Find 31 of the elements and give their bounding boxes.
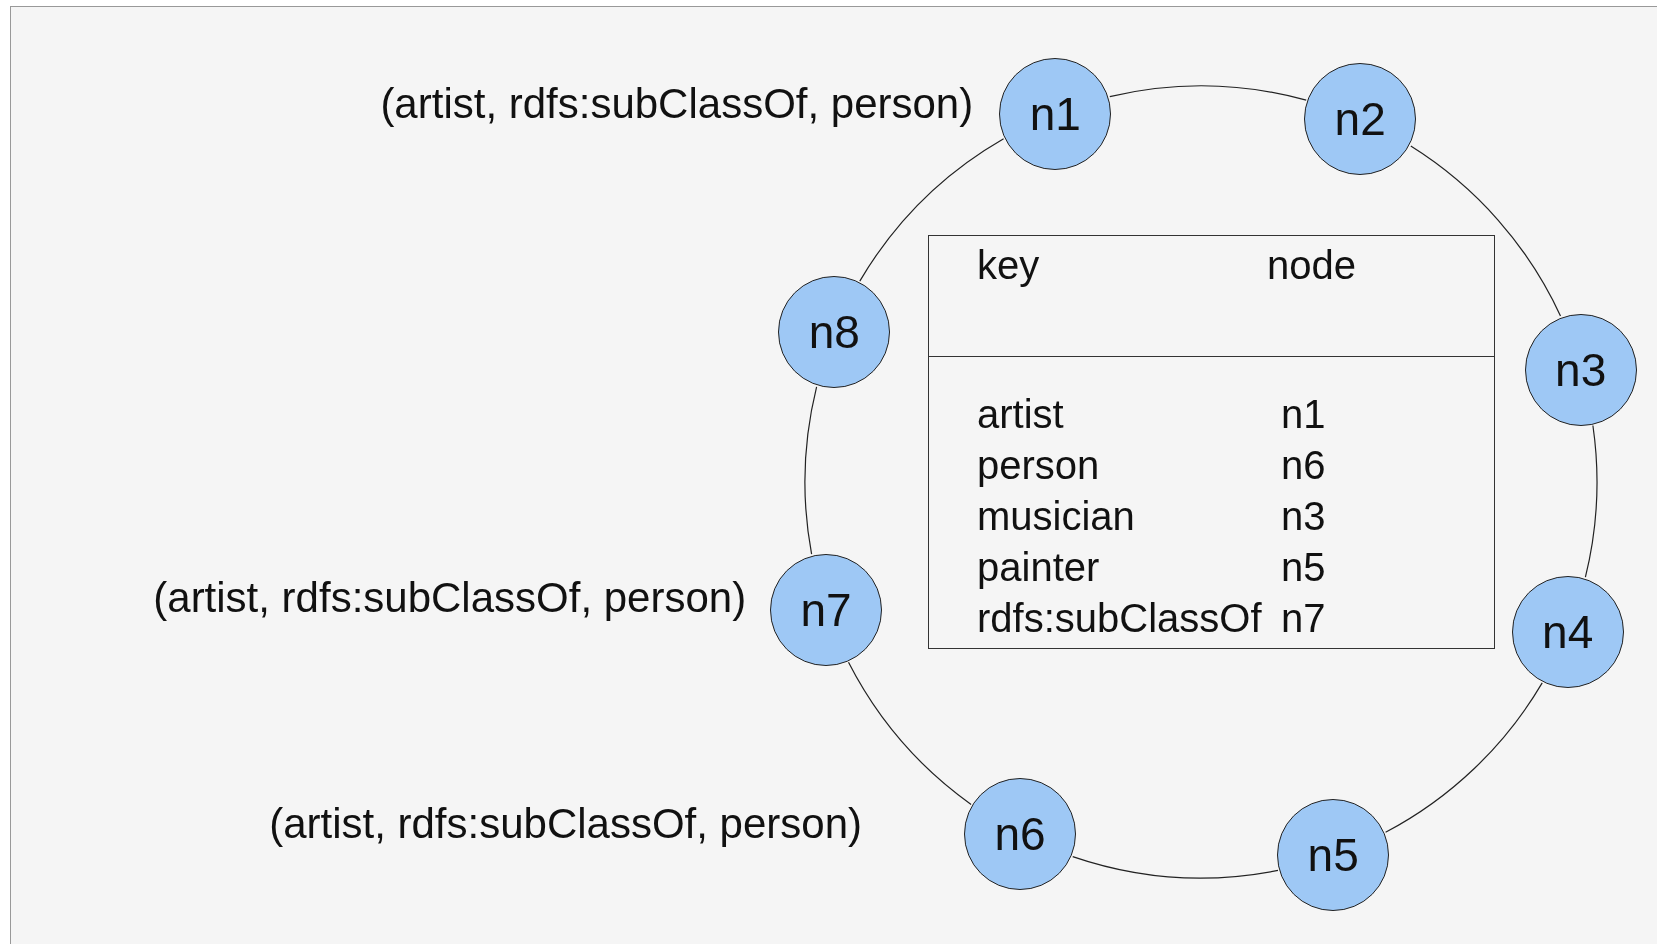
- table-entry: n7: [1281, 595, 1326, 641]
- table-header: node: [1267, 242, 1356, 288]
- ring-arc: [1410, 145, 1562, 317]
- node-circle: n7: [770, 553, 883, 666]
- ring-arc: [1109, 85, 1307, 101]
- node-circle: n2: [1304, 63, 1417, 176]
- ring-arc: [859, 138, 1005, 282]
- table-entry: rdfs:subClassOf: [977, 595, 1262, 641]
- triple-text: (artist, rdfs:subClassOf, person): [269, 800, 862, 849]
- ring-arc: [1072, 856, 1279, 879]
- table-header: key: [977, 242, 1040, 288]
- triple-text: (artist, rdfs:subClassOf, person): [153, 573, 747, 622]
- ring-arc: [1584, 424, 1598, 578]
- node-circle: n3: [1524, 313, 1637, 426]
- table-entry: n5: [1281, 544, 1326, 590]
- table-entry: person: [977, 442, 1100, 488]
- table-entry: n6: [1281, 442, 1326, 488]
- node-circle: n4: [1511, 575, 1624, 688]
- table-entry: musician: [977, 493, 1135, 539]
- ring-arc: [804, 386, 818, 555]
- triple-text: (artist, rdfs:subClassOf, person): [380, 79, 974, 128]
- table-entry: n3: [1281, 493, 1326, 539]
- ring-arc: [847, 661, 972, 805]
- node-circle: n5: [1277, 799, 1390, 912]
- node-circle: n6: [964, 778, 1076, 891]
- ring-arc: [1385, 682, 1543, 833]
- table-entry: artist: [977, 391, 1064, 437]
- table-entry: painter: [977, 544, 1100, 590]
- node-circle: n1: [999, 57, 1112, 170]
- node-circle: n8: [778, 276, 891, 389]
- table-entry: n1: [1281, 391, 1326, 437]
